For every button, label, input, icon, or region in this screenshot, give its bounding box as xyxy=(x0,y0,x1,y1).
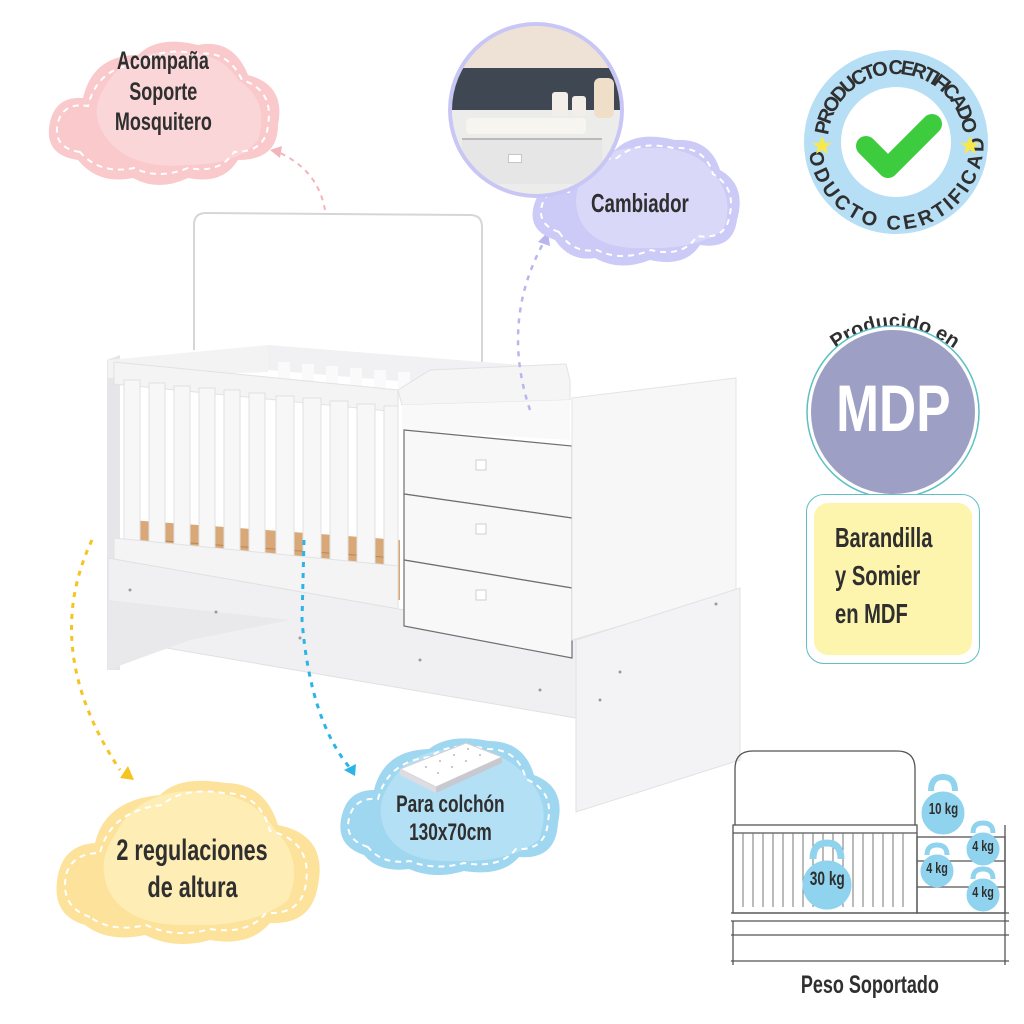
mdf-info-box: Barandilla y Somier en MDF xyxy=(806,494,980,664)
mdp-label: MDP xyxy=(835,371,951,445)
changing-table-photo xyxy=(448,22,624,198)
weight-diagram: 30 kg 10 kg 4 kg 4 kg 4 kg Peso Soportad… xyxy=(725,745,1015,999)
weight-drawer-2: 4 kg xyxy=(926,860,948,877)
weight-drawer-3: 4 kg xyxy=(972,884,994,901)
mdf-line-1: Barandilla xyxy=(835,522,933,553)
mosquito-line-1: Acompaña xyxy=(116,47,210,75)
height-adjust-callout: 2 regulaciones de altura xyxy=(50,775,335,950)
mosquito-line-3: Mosquitero xyxy=(114,108,212,136)
mattress-line-2: 130x70cm xyxy=(408,819,492,847)
yellow-cloud-icon xyxy=(56,780,320,944)
height-line-1: 2 regulaciones xyxy=(116,834,269,867)
star-icon xyxy=(812,136,980,154)
mdf-line-2: y Somier xyxy=(835,560,921,592)
weight-10kg: 10 kg xyxy=(928,801,958,818)
mattress-icon xyxy=(398,742,504,793)
kettlebell-icon xyxy=(802,773,1000,912)
mdp-badge: Producido en MDP xyxy=(800,300,990,500)
weight-drawer-1: 4 kg xyxy=(972,838,994,855)
height-line-2: de altura xyxy=(147,870,238,904)
weight-30kg: 30 kg xyxy=(809,869,845,890)
changer-callout: Cambiador xyxy=(440,20,750,280)
checkmark-icon xyxy=(856,114,942,178)
weight-title: Peso Soportado xyxy=(800,971,940,999)
mosquito-line-2: Soporte xyxy=(128,77,197,106)
changer-label: Cambiador xyxy=(591,188,689,218)
mattress-callout: Para colchón 130x70cm xyxy=(334,735,566,875)
mattress-line-1: Para colchón xyxy=(395,791,505,818)
mosquito-support-callout: Acompaña Soporte Mosquitero xyxy=(38,30,288,190)
mdf-line-3: en MDF xyxy=(835,598,908,630)
pink-cloud-icon xyxy=(48,41,280,186)
certified-badge: PRODUCTO CERTIFICADO PRODUCTO CERTIFICAD… xyxy=(798,44,994,240)
